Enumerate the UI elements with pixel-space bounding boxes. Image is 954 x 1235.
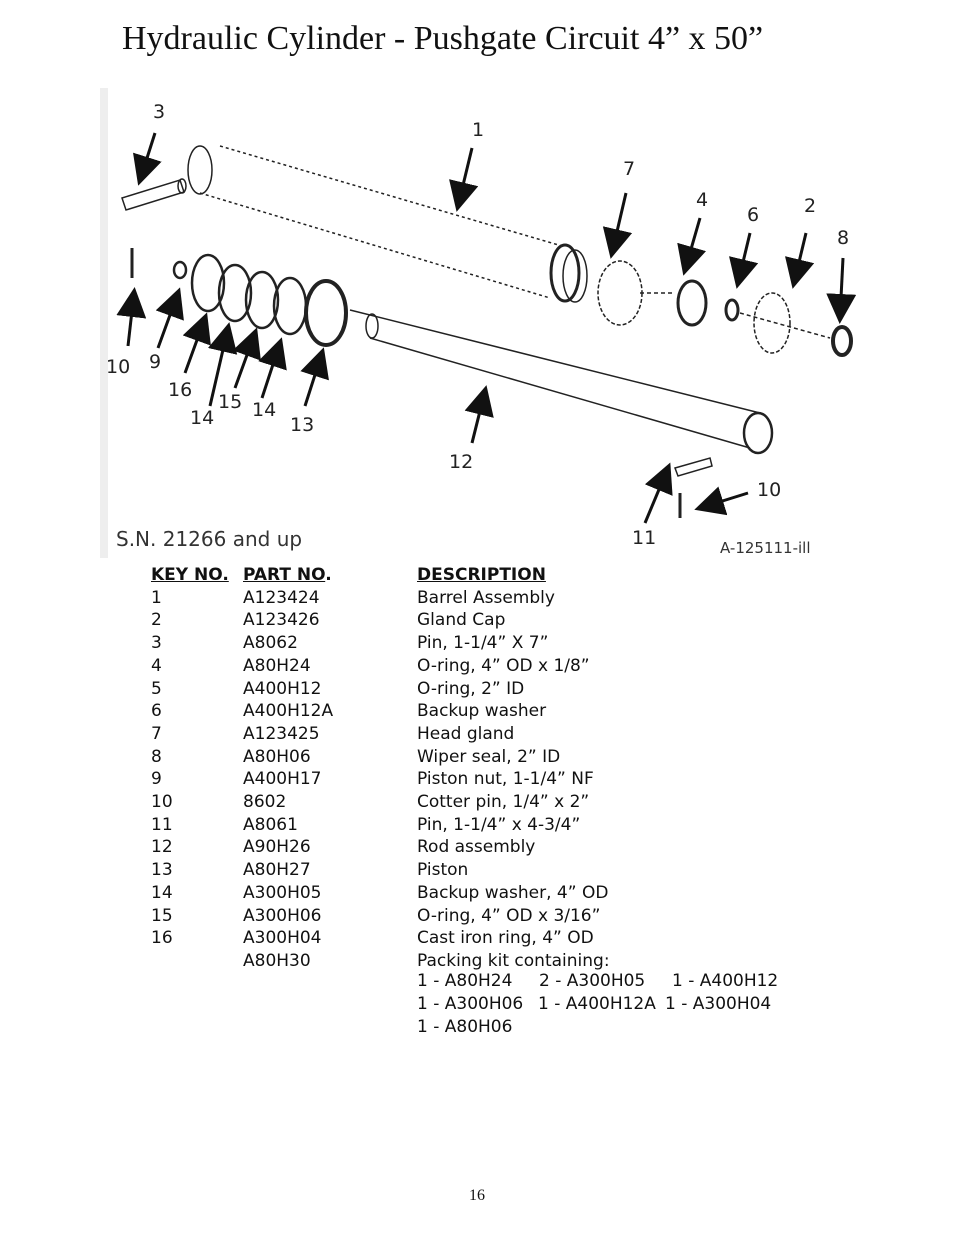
o-ring-4in-part (244, 270, 280, 330)
description-cell: Pin, 1-1/4” x 4-3/4” (417, 814, 581, 835)
callout-8: 8 (837, 227, 849, 249)
description-cell: Piston nut, 1-1/4” NF (417, 769, 594, 790)
key-no-cell: 7 (151, 723, 162, 744)
callout-9: 9 (149, 351, 161, 373)
key-no-cell: 14 (151, 882, 173, 903)
key-no-cell: 6 (151, 701, 162, 722)
callout-6: 6 (747, 204, 759, 226)
part-no-cell: A8062 (243, 633, 298, 654)
key-no-cell: 8 (151, 746, 162, 767)
key-no-cell: 2 (151, 610, 162, 631)
callout-4: 4 (696, 189, 708, 211)
part-no-header: PART NO. (243, 565, 332, 585)
pin-part (121, 178, 187, 278)
gland-cap-part (753, 292, 791, 354)
description-cell: Gland Cap (417, 610, 506, 631)
description-cell: Piston (417, 860, 469, 881)
serial-number-note: S.N. 21266 and up (116, 527, 302, 551)
part-no-cell: A123426 (243, 610, 320, 631)
part-no-cell: A8061 (243, 814, 298, 835)
cylinder-drawing: 1 2 3 4 6 7 8 9 10 16 14 15 14 13 12 11 … (100, 88, 857, 558)
description-cell: Rod assembly (417, 837, 536, 858)
page-title: Hydraulic Cylinder - Pushgate Circuit 4”… (122, 20, 764, 57)
callout-3: 3 (153, 101, 165, 123)
key-no-cell: 10 (151, 792, 173, 812)
callout-14-left: 14 (190, 407, 214, 429)
part-no-cell: A80H27 (243, 860, 311, 881)
key-no-cell: 16 (151, 928, 173, 949)
callout-15: 15 (218, 391, 242, 413)
description-header: DESCRIPTION (417, 565, 546, 585)
part-no-cell: A400H12 (243, 678, 322, 699)
part-no-cell: 8602 (243, 792, 287, 812)
key-no-cell: 11 (151, 814, 173, 835)
callout-1: 1 (472, 119, 484, 141)
cast-iron-ring-part (190, 253, 226, 313)
part-no-cell: A80H24 (243, 655, 311, 676)
key-no-header: KEY NO. (151, 565, 229, 585)
description-cell: O-ring, 2” ID (417, 678, 525, 699)
illustration-id: A-125111-ill (720, 539, 811, 557)
page-number: 16 (469, 1187, 485, 1204)
description-cell: Barrel Assembly (417, 587, 555, 608)
part-no-cell: A90H26 (243, 837, 311, 858)
exploded-view-illustration: 1 2 3 4 6 7 8 9 10 16 14 15 14 13 12 11 … (100, 88, 870, 558)
description-cell: Cotter pin, 1/4” x 2” (417, 792, 590, 812)
part-no-cell: A300H06 (243, 905, 322, 926)
key-no-cell: 1 (151, 587, 162, 608)
description-cell: Backup washer, 4” OD (417, 882, 609, 903)
key-no-cell: 12 (151, 837, 173, 858)
part-no-cell: A400H17 (243, 769, 322, 790)
part-no-cell: A300H04 (243, 928, 322, 949)
part-no-cell: A80H30 (243, 950, 311, 971)
description-cell: O-ring, 4” OD x 3/16” (417, 905, 601, 926)
callout-12: 12 (449, 451, 473, 473)
description-cell: Backup washer (417, 701, 547, 722)
backup-washer-part (724, 298, 740, 322)
piston-nut-part (172, 260, 188, 280)
description-cell: O-ring, 4” OD x 1/8” (417, 655, 590, 676)
piston-part (304, 279, 348, 347)
callout-11: 11 (632, 527, 656, 549)
o-ring-part (676, 279, 708, 327)
description-cell: Pin, 1-1/4” X 7” (417, 633, 549, 654)
callout-2: 2 (804, 195, 816, 217)
callout-16: 16 (168, 379, 192, 401)
wiper-seal-part (831, 325, 853, 357)
callout-14-right: 14 (252, 399, 276, 421)
callout-13: 13 (290, 414, 314, 436)
part-no-cell: A123425 (243, 723, 320, 744)
key-no-cell: 9 (151, 769, 162, 790)
part-no-cell: A400H12A (243, 701, 334, 722)
backup-washer-4in-part (217, 263, 253, 323)
callout-10-right: 10 (757, 479, 781, 501)
head-gland-part (597, 260, 643, 326)
key-no-cell: 15 (151, 905, 173, 926)
description-cell: Head gland (417, 723, 515, 744)
description-cell: Packing kit containing: (417, 950, 610, 971)
key-no-cell: 5 (151, 678, 162, 699)
description-cell: Wiper seal, 2” ID (417, 746, 561, 767)
description-cell: Cast iron ring, 4” OD (417, 928, 594, 949)
key-no-cell: 4 (151, 655, 162, 676)
key-no-cell: 13 (151, 860, 173, 881)
key-no-cell: 3 (151, 633, 162, 654)
callout-7: 7 (623, 158, 635, 180)
rod-assembly-part (349, 309, 774, 518)
barrel-assembly-part (187, 145, 588, 303)
part-no-cell: A123424 (243, 587, 320, 608)
callout-10-left: 10 (106, 356, 130, 378)
part-no-cell: A80H06 (243, 746, 311, 767)
part-no-cell: A300H05 (243, 882, 322, 903)
